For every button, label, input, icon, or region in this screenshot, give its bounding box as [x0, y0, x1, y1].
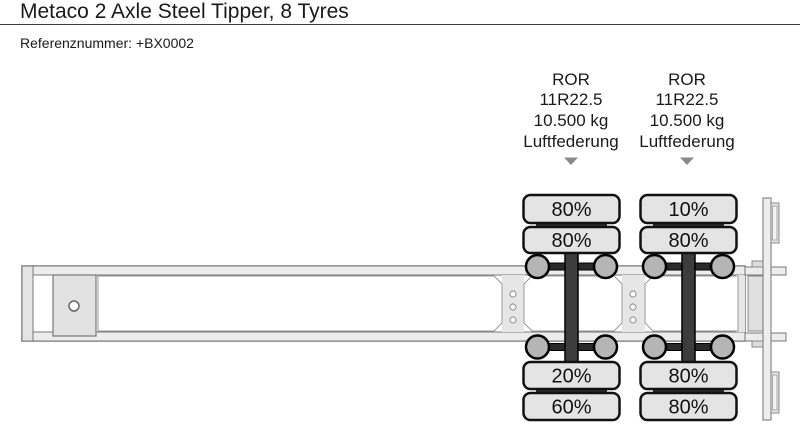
- rear-assembly: [744, 197, 787, 421]
- tyre-axle1-top-inner: [522, 225, 621, 255]
- chassis-top-rail: [21, 265, 746, 276]
- axle1-suspension: Luftfederung: [523, 132, 618, 151]
- reference-number: Referenznummer: +BX0002: [20, 35, 194, 51]
- rear-bumper-bar: [762, 197, 772, 421]
- tyre-axle2-bottom-outer-value: 80%: [668, 397, 708, 419]
- floor-panel-front: [97, 275, 503, 332]
- tyre-axle1-bottom-outer: [522, 391, 621, 422]
- axle1-airbag-top-right: [592, 253, 619, 280]
- axle2-airbag-top-right: [709, 253, 736, 280]
- axle2-airbag-bottom-right: [709, 334, 736, 360]
- axle2-airbag-top-left: [641, 253, 668, 280]
- axle2-make: ROR: [668, 70, 706, 89]
- page-title: Metaco 2 Axle Steel Tipper, 8 Tyres: [20, 0, 349, 23]
- title-divider: [0, 24, 800, 25]
- kingpin: [68, 300, 80, 312]
- chassis-bottom-rail: [21, 331, 746, 342]
- axle1-marker-arrow-icon: [564, 157, 578, 165]
- axle1-make: ROR: [552, 70, 590, 89]
- tyre-axle2-top-outer-value: 10%: [668, 199, 708, 221]
- tyre-axle2-top-inner: [639, 225, 738, 255]
- axle1-airbag-bottom-right: [592, 334, 619, 360]
- axle2-load: 10.500 kg: [650, 111, 725, 130]
- axle2-tyre-size: 11R22.5: [655, 90, 718, 109]
- rear-light-top-lens: [772, 205, 778, 241]
- front-bulkhead: [21, 265, 34, 342]
- axle2-spec-label: ROR 11R22.5 10.500 kg Luftfederung: [639, 70, 735, 165]
- tyre-axle2-top-inner-value: 80%: [668, 230, 708, 252]
- tyre-axle1-bottom-outer-value: 60%: [551, 397, 591, 419]
- axle1-airbag-top-left: [524, 253, 551, 280]
- rear-bracket-top: [751, 260, 765, 268]
- tyre-axle1-bottom-inner-value: 20%: [551, 366, 591, 388]
- axle1-beam: [564, 244, 579, 369]
- rear-light-bottom-lens: [772, 374, 778, 411]
- tyre-axle1-top-outer-value: 80%: [551, 199, 591, 221]
- rear-bracket-bottom: [751, 340, 765, 348]
- axle2-tyres: 10% 80% 80% 80%: [639, 193, 738, 422]
- rear-crossmember: [736, 275, 745, 332]
- tyre-axle2-bottom-outer: [639, 391, 738, 422]
- tyre-axle2-top-outer: [639, 193, 738, 225]
- axle1-spec-label: ROR 11R22.5 10.500 kg Luftfederung: [523, 70, 619, 165]
- axle2-airbag-bottom-left: [641, 334, 668, 360]
- tyre-axle1-bottom-inner: [522, 360, 621, 391]
- tyre-axle1-top-inner-value: 80%: [551, 230, 591, 252]
- tyre-axle2-bottom-inner-value: 80%: [668, 366, 708, 388]
- axle1-airbag-bottom-left: [524, 334, 551, 360]
- axle1-tyres: 80% 80% 20% 60%: [522, 193, 621, 422]
- axle2-marker-arrow-icon: [680, 157, 694, 165]
- axle1-tyre-size: 11R22.5: [539, 90, 602, 109]
- axle2-suspension: Luftfederung: [639, 132, 734, 151]
- axle1-load: 10.500 kg: [534, 111, 609, 130]
- tyre-axle1-top-outer: [522, 193, 621, 225]
- rear-center-beam: [747, 275, 765, 332]
- crossmember-2-bolts: [629, 290, 637, 324]
- crossmember-1-bolts: [509, 290, 517, 324]
- chassis-frame: [21, 265, 746, 342]
- tyre-axle2-bottom-inner: [639, 360, 738, 391]
- axle2-beam: [681, 244, 696, 369]
